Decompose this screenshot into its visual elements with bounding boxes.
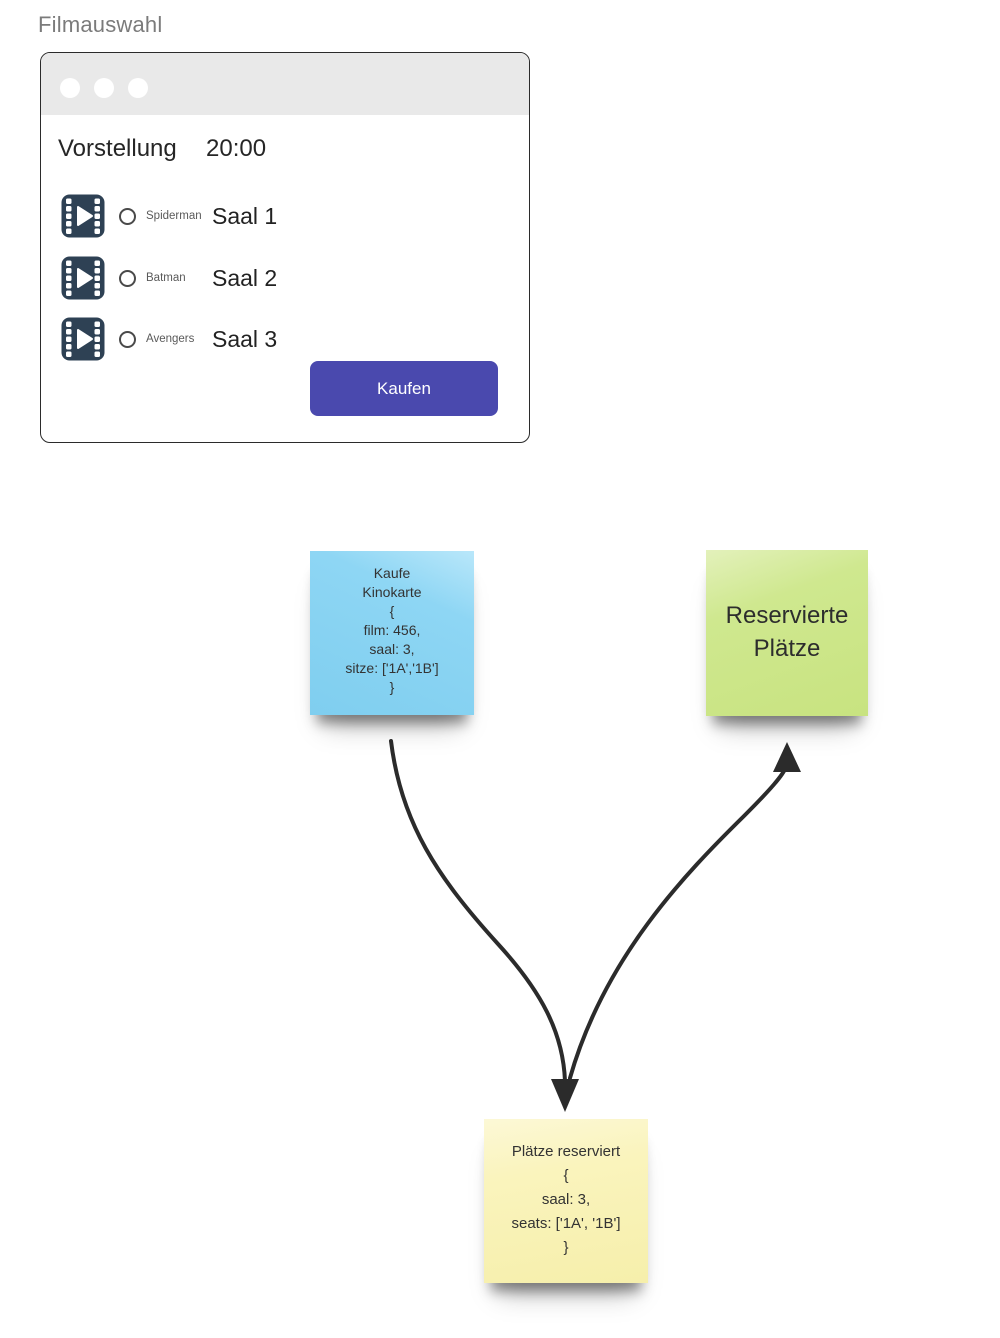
note-line: sitze: ['1A','1B'] — [345, 660, 439, 676]
film-name: Batman — [146, 272, 186, 284]
room-label: Saal 2 — [212, 264, 278, 291]
room-label: Saal 3 — [212, 325, 278, 352]
room-label: Saal 1 — [212, 202, 278, 229]
arrowhead-up-icon — [773, 742, 801, 772]
note-line: seats: ['1A', '1B'] — [511, 1215, 621, 1232]
note-line: Kaufe — [373, 565, 411, 581]
radio-batman[interactable] — [119, 269, 136, 287]
window-titlebar — [41, 53, 529, 115]
note-line: } — [563, 1239, 569, 1256]
note-line: Plätze — [753, 635, 821, 662]
film-row-avengers: Avengers Saal 3 — [61, 316, 277, 362]
film-selection-window: Vorstellung 20:00 Spiderman Saal 1 — [40, 52, 530, 443]
film-name: Spiderman — [146, 210, 202, 222]
note-line: film: 456, — [363, 622, 421, 638]
film-strip-play-icon — [61, 317, 105, 361]
window-dot-icon — [60, 78, 80, 98]
note-line: Plätze reserviert — [511, 1143, 621, 1160]
film-row-spiderman: Spiderman Saal 1 — [61, 193, 277, 239]
note-plaetze-reserviert: Plätze reserviert { saal: 3, seats: ['1A… — [484, 1119, 648, 1283]
radio-avengers[interactable] — [119, 330, 136, 348]
arrow-buy-to-reserved — [389, 739, 567, 1083]
note-line: Kinokarte — [362, 584, 422, 600]
note-kaufe-kinokarte: Kaufe Kinokarte { film: 456, saal: 3, si… — [310, 551, 474, 715]
arrow-reserved-to-places — [568, 765, 788, 1080]
note-line: saal: 3, — [369, 641, 415, 657]
note-reservierte-plaetze: Reservierte Plätze — [706, 550, 868, 716]
note-line: } — [389, 679, 395, 695]
film-row-batman: Batman Saal 2 — [61, 255, 277, 301]
note-line: { — [563, 1167, 569, 1184]
window-dot-icon — [128, 78, 148, 98]
show-label: Vorstellung — [58, 135, 177, 162]
note-line: saal: 3, — [541, 1191, 591, 1208]
film-strip-play-icon — [61, 194, 105, 238]
kaufen-button[interactable]: Kaufen — [310, 361, 498, 416]
show-row: Vorstellung 20:00 — [58, 135, 266, 167]
window-dot-icon — [94, 78, 114, 98]
show-time: 20:00 — [206, 135, 267, 162]
arrowhead-down-icon — [551, 1079, 579, 1112]
page-title: Filmauswahl — [38, 12, 163, 37]
radio-spiderman[interactable] — [119, 207, 136, 225]
note-line: { — [389, 603, 395, 619]
note-line: Reservierte — [725, 602, 849, 629]
film-name: Avengers — [146, 333, 195, 345]
film-strip-play-icon — [61, 256, 105, 300]
